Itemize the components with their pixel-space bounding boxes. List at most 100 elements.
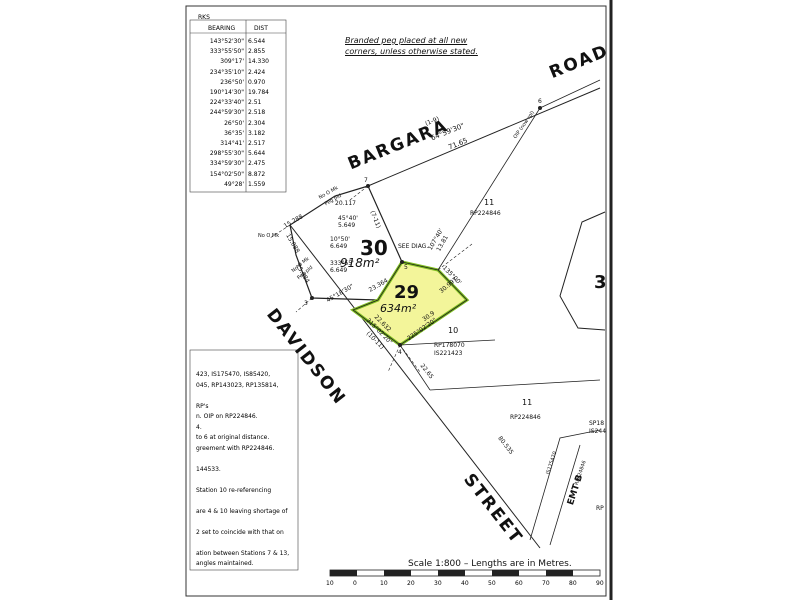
- reference-line-1: [349, 185, 369, 201]
- lot-10-boundary: [399, 339, 496, 346]
- table-row: 309°17'14.330: [190, 58, 285, 68]
- page-edge-shadow: [609, 0, 800, 600]
- table-header-dist: DIST: [254, 25, 268, 32]
- plan-is244: IS244: [589, 428, 607, 435]
- page-border: [185, 5, 607, 597]
- notes-line: ation between Stations 7 & 13,: [196, 549, 290, 557]
- scale-tick-label: 50: [488, 580, 496, 587]
- notes-line: greement with RP224846.: [196, 444, 275, 452]
- table-row: 224°33'40"2.51: [190, 99, 285, 109]
- table-cell-dist: 2.855: [248, 48, 266, 56]
- table-row: 314°41' 2.517: [190, 140, 285, 150]
- lot-11-number-lower: 11: [522, 398, 533, 407]
- notes-box: 423, IS175470, IS85420,045, RP143023, RP…: [192, 352, 297, 567]
- table-cell-bearing: 224°33'40": [209, 99, 244, 107]
- table-cell-bearing: 334°59'30": [209, 160, 244, 168]
- table-cell-bearing: 244°59'30": [209, 109, 244, 117]
- corner-marker-4: [398, 343, 402, 347]
- davidson-street-edge: [289, 224, 541, 549]
- table-cell-bearing: 314°41': [220, 140, 244, 147]
- table-cell-bearing: 298°55'30": [209, 150, 244, 158]
- table-cell-bearing: 309°17': [220, 58, 244, 66]
- scale-title: Scale 1:800 – Lengths are in Metres.: [408, 559, 572, 569]
- reference-line-5: [399, 344, 421, 373]
- corner-label-5: 5: [404, 264, 408, 271]
- table-row: 334°59'30" 2.475: [190, 160, 285, 170]
- scale-tick-label: 20: [407, 580, 415, 587]
- label-ang-1050: 10°50': [330, 236, 350, 243]
- lot-30-area: 918m²: [340, 256, 380, 270]
- scale-tick-label: 30: [434, 580, 442, 587]
- notes-line: 045, RP143023, RP135814,: [196, 381, 279, 389]
- easement-b-inner: [549, 444, 581, 546]
- notes-line: 144533.: [196, 465, 221, 473]
- notes-line: Station 10 re-referencing: [196, 486, 272, 494]
- table-cell-dist: 6.544: [248, 38, 266, 45]
- scale-tick-label: 60: [515, 580, 523, 587]
- label-no-mk-2: No O Mk: [258, 233, 280, 239]
- table-cell-dist: 8.872: [248, 170, 266, 178]
- table-cell-bearing: 154°02'50": [209, 170, 244, 178]
- table-cell-dist: 1.559: [248, 180, 266, 188]
- table-cell-bearing: 143°52'30": [209, 38, 244, 45]
- scale-bar: [329, 569, 601, 577]
- scale-tick-label: 10: [380, 580, 388, 587]
- label-dist-6649a: 6.649: [330, 243, 348, 250]
- plan-rp-edge: RP: [596, 505, 604, 512]
- table-cell-bearing: 236°50': [220, 78, 244, 86]
- table-row: 154°02'50" 8.872: [190, 171, 285, 181]
- table-cell-dist: 2.517: [248, 140, 266, 147]
- table-row: 49°28'1.559: [190, 181, 285, 191]
- reference-line-6: [269, 224, 291, 239]
- table-cell-bearing: 234°35'10": [209, 68, 244, 76]
- plan-rp178070: RP178070: [434, 342, 465, 349]
- notes-line: 2 set to coincide with that on: [196, 528, 284, 536]
- scale-tick-label: 90: [596, 580, 604, 587]
- corner-label-4: 4: [398, 349, 402, 356]
- corner-marker-7: [366, 184, 370, 188]
- label-see-diag: SEE DIAG.: [398, 243, 429, 250]
- corner-label-3: 3: [304, 300, 308, 307]
- easement-b-boundary: [529, 429, 601, 541]
- table-cell-dist: 2.475: [248, 160, 266, 168]
- lot-11-plan-lower: RP224846: [510, 414, 541, 421]
- survey-note: Branded peg placed at all new corners, u…: [345, 35, 478, 57]
- lot-11-lower: [429, 379, 601, 391]
- table-cell-dist: 5.644: [248, 150, 266, 158]
- table-cell-dist: 2.304: [248, 119, 266, 127]
- notes-line: n. OIP on RP224846.: [196, 413, 258, 420]
- table-row: 26°50'2.304: [190, 120, 285, 130]
- survey-note-line-1: Branded peg placed at all new: [345, 36, 468, 45]
- label-ang-33355: 333°55': [330, 260, 354, 267]
- lot-29-area: 634m²: [380, 302, 417, 315]
- table-cell-bearing: 333°55'50": [209, 48, 244, 56]
- scale-tick-label: 80: [569, 580, 577, 587]
- table-row: 244°59'30"2.518: [190, 109, 285, 119]
- reference-line-3: [437, 243, 473, 271]
- notes-line: RP's: [196, 402, 209, 410]
- reference-line-2: [295, 297, 313, 313]
- corner-marker-3: [310, 296, 314, 300]
- lot-11-plan-upper: RP224846: [470, 210, 501, 217]
- table-row: 236°50'0.970: [190, 79, 285, 89]
- scale-tick-label: 40: [461, 580, 469, 587]
- notes-line: are 4 & 10 leaving shortage of: [196, 507, 288, 515]
- corner-label-7: 7: [364, 177, 368, 184]
- table-cell-bearing: 190°14'30": [209, 89, 244, 96]
- road-boundary-right: [539, 79, 601, 109]
- table-cell-bearing: 36°35': [224, 129, 244, 137]
- table-row: 298°55'30" 5.644: [190, 150, 285, 160]
- notes-box-frame: [189, 349, 299, 571]
- table-row: 143°52'30" 6.544: [190, 38, 285, 48]
- table-row: 333°55'50" 2.855: [190, 48, 285, 58]
- plan-is221423: IS221423: [434, 350, 463, 357]
- lot-10-number: 10: [448, 326, 459, 335]
- lot-11-number-upper: 11: [484, 198, 495, 207]
- table-header-bearing: BEARING: [208, 25, 236, 32]
- table-row: 36°35'3.182: [190, 130, 285, 140]
- scale-tick-label: 70: [542, 580, 550, 587]
- scale-tick-label: 0: [353, 580, 357, 587]
- corner-marker-5: [400, 260, 404, 264]
